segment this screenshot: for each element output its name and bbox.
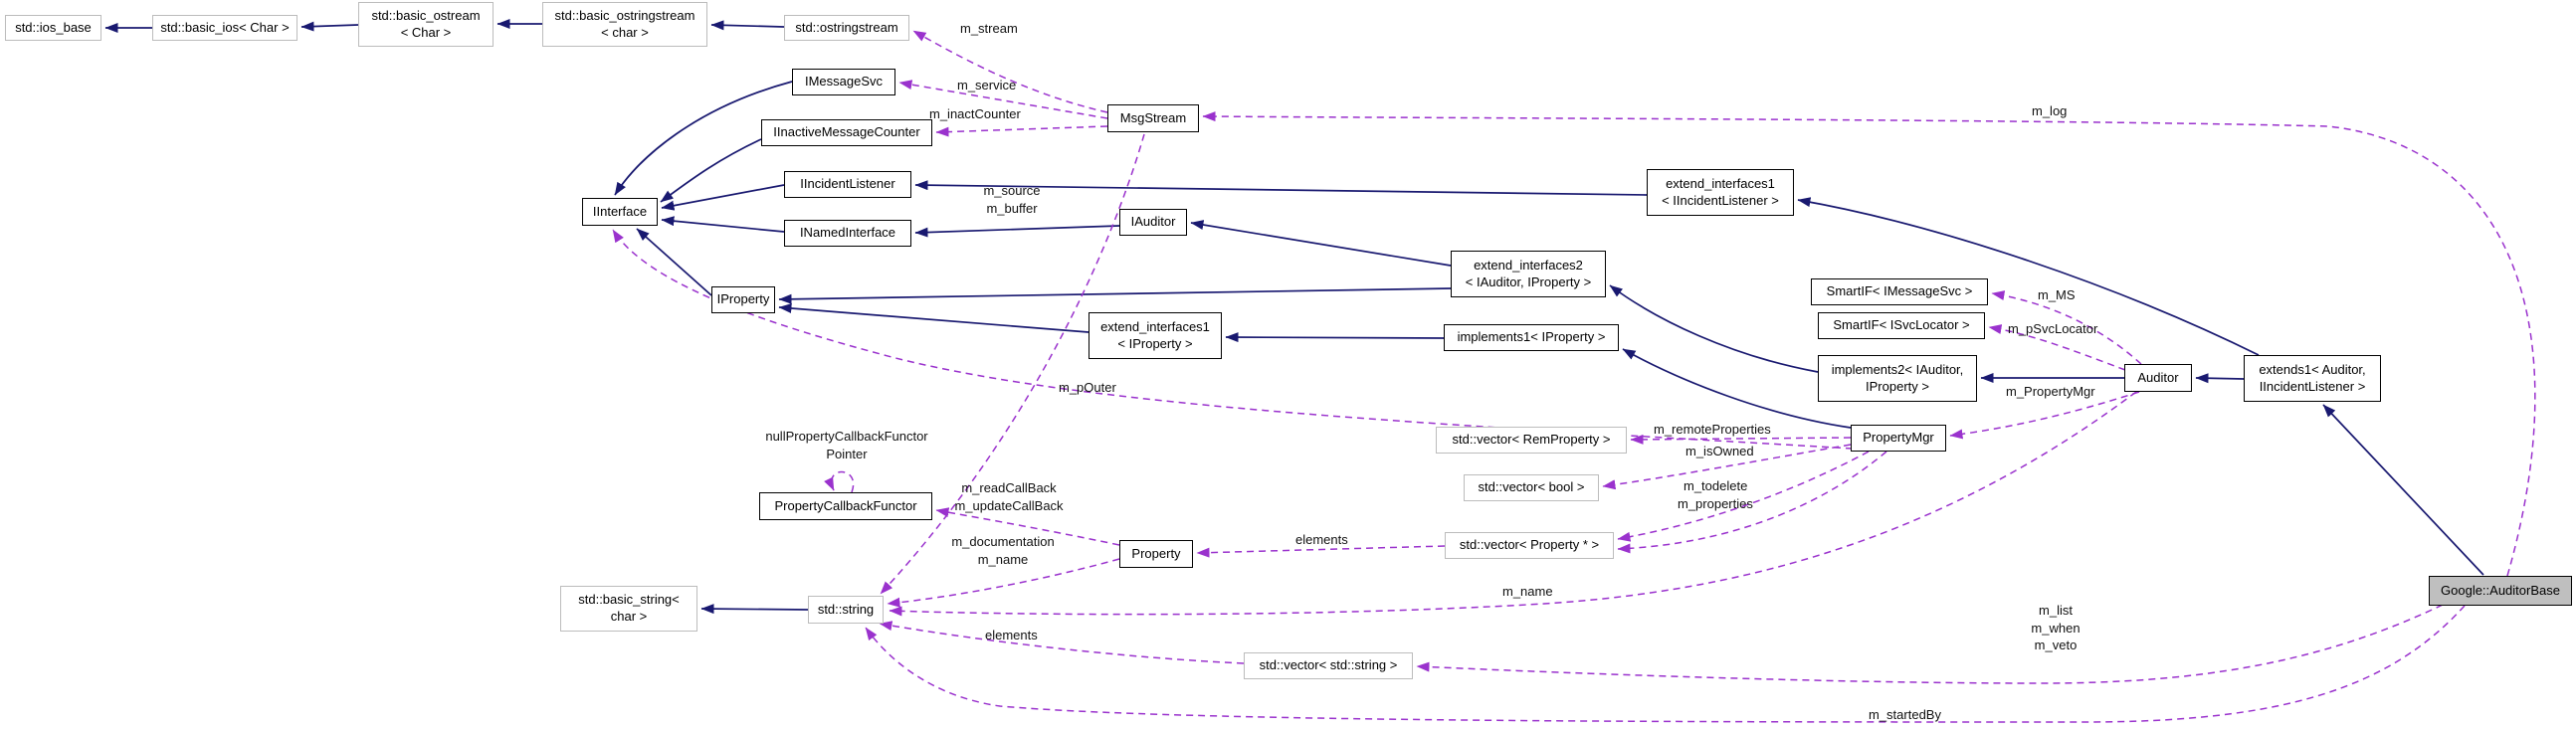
edge-inamed-iinterface [661, 216, 785, 233]
edge-elements-string [879, 621, 1245, 664]
edge-mlog [1202, 111, 2536, 577]
edge-elements-property [1196, 545, 1446, 558]
edge-label-m-stream: m_stream [960, 21, 1018, 36]
node-std-vector-remproperty: std::vector< RemProperty > [1436, 427, 1627, 454]
node-std-vector-bool: std::vector< bool > [1464, 474, 1599, 501]
node-property[interactable]: Property [1119, 540, 1193, 568]
node-implements1-iproperty[interactable]: implements1< IProperty > [1444, 324, 1619, 351]
edge-label-nullpropertycallbackfunctor: nullPropertyCallbackFunctor Pointer [765, 429, 928, 461]
edge-mname-auditor [889, 391, 2137, 617]
edge-list-when-veto [1416, 604, 2444, 684]
edge-ostringstream-ostringstreamT [710, 20, 785, 31]
edge-auditorbase-extends1 [2322, 404, 2484, 576]
edge-label-m-psvclocator: m_pSvcLocator [2008, 321, 2098, 336]
edge-mpouter [612, 229, 1854, 450]
node-implements2[interactable]: implements2< IAuditor, IProperty > [1818, 355, 1977, 402]
edge-misowned [1602, 444, 1852, 490]
edge-label-elements-property: elements [1295, 532, 1348, 547]
edge-label-m-name-auditor: m_name [1502, 584, 1553, 599]
node-std-vector-string: std::vector< std::string > [1244, 652, 1413, 679]
edge-label-m-remoteproperties: m_remoteProperties [1654, 422, 1771, 437]
edge-iincident-iinterface [661, 184, 785, 211]
node-propertycallbackfunctor[interactable]: PropertyCallbackFunctor [759, 492, 932, 520]
edge-iauditor-inamed [914, 225, 1120, 238]
node-smartif-imessagesvc[interactable]: SmartIF< IMessageSvc > [1811, 278, 1988, 305]
edge-iproperty-iinterface [636, 228, 712, 296]
node-std-string: std::string [808, 596, 884, 624]
edge-minactcounter [935, 125, 1108, 137]
edge-label-m-todelete: m_todelete [1684, 478, 1748, 493]
edge-label-m-propertymgr: m_PropertyMgr [2006, 384, 2095, 399]
edge-label-m-pouter: m_pOuter [1059, 380, 1116, 395]
node-std-basic-string: std::basic_string< char > [560, 586, 697, 632]
node-extend-interfaces2[interactable]: extend_interfaces2 < IAuditor, IProperty… [1451, 251, 1606, 297]
node-iincidentlistener[interactable]: IIncidentListener [784, 171, 911, 198]
edge-callbacks [935, 507, 1120, 546]
node-inamedinterface[interactable]: INamedInterface [784, 220, 911, 247]
node-iauditor[interactable]: IAuditor [1119, 209, 1187, 236]
edge-label-m-properties: m_properties [1678, 496, 1753, 511]
edge-msource-mbuffer [880, 133, 1145, 595]
node-std-basic-ostringstream: std::basic_ostringstream < char > [542, 2, 707, 47]
edge-label-source-buffer: m_source m_buffer [983, 183, 1041, 216]
edge-mpsvclocator [1988, 324, 2126, 371]
edge-label-callbacks: m_readCallBack m_updateCallBack [954, 480, 1064, 513]
edge-mproperties [1617, 451, 1887, 554]
edge-mpropertymgr [1949, 391, 2140, 440]
edge-ext1iil-iincident [914, 180, 1648, 196]
edge-mms [1991, 290, 2142, 365]
edge-iinactive-iinterface [660, 138, 762, 203]
node-extend-interfaces1-iproperty[interactable]: extend_interfaces1 < IProperty > [1089, 312, 1222, 359]
node-std-ostringstream: std::ostringstream [784, 15, 909, 41]
edge-label-m-inactcounter: m_inactCounter [929, 106, 1021, 121]
edge-ext2-iproperty [778, 287, 1452, 304]
node-imessagesvc[interactable]: IMessageSvc [792, 69, 895, 95]
node-extend-interfaces1-iincidentlistener[interactable]: extend_interfaces1 < IIncidentListener > [1647, 169, 1794, 216]
edge-label-m-isowned: m_isOwned [1685, 444, 1754, 458]
edge-string-basicstring [700, 604, 809, 615]
edge-label-m-service: m_service [957, 78, 1017, 92]
node-google-auditorbase: Google::AuditorBase [2429, 576, 2572, 606]
edge-label-m-log: m_log [2032, 103, 2068, 118]
edge-extends1-auditor [2195, 373, 2245, 384]
edge-propertymgr-impl1 [1622, 348, 1852, 429]
edge-mremoteproperties [1630, 434, 1852, 445]
edge-impl2-ext2 [1609, 284, 1819, 373]
edge-mtodelete [1617, 451, 1870, 542]
edge-label-m-ms: m_MS [2038, 287, 2076, 302]
edge-mstartedby [865, 605, 2466, 723]
node-smartif-isvclocator[interactable]: SmartIF< ISvcLocator > [1818, 312, 1985, 339]
edge-ext1iprop-iproperty [778, 303, 1090, 333]
node-iproperty[interactable]: IProperty [711, 286, 775, 313]
node-std-ios-base: std::ios_base [5, 15, 101, 41]
edge-label-elements-string: elements [985, 628, 1038, 642]
node-msgstream[interactable]: MsgStream [1107, 104, 1199, 132]
edge-label-m-startedby: m_startedBy [1869, 707, 1941, 722]
edge-ext2-iauditor [1190, 220, 1452, 267]
edge-imessagesvc-iinterface [614, 81, 793, 196]
edge-ostream-basicios [300, 21, 359, 32]
node-iinactivemessagecounter[interactable]: IInactiveMessageCounter [761, 119, 932, 146]
node-std-basic-ios: std::basic_ios< Char > [152, 15, 297, 41]
edge-label-documentation-name: m_documentation m_name [951, 534, 1055, 567]
edge-impl1-ext1iprop [1225, 332, 1445, 343]
node-extends1[interactable]: extends1< Auditor, IIncidentListener > [2244, 355, 2381, 402]
node-std-vector-property-ptr: std::vector< Property * > [1445, 532, 1614, 559]
node-iinterface[interactable]: IInterface [582, 198, 658, 226]
node-propertymgr[interactable]: PropertyMgr [1851, 425, 1946, 452]
edge-mstream [912, 30, 1108, 113]
edge-extends1-ext1iil [1797, 197, 2260, 356]
node-auditor[interactable]: Auditor [2124, 364, 2192, 392]
edge-nullfunctor-selfloop [824, 470, 855, 493]
node-std-basic-ostream: std::basic_ostream < Char > [358, 2, 494, 47]
edge-label-list-when-veto: m_list m_when m_veto [2031, 603, 2081, 653]
